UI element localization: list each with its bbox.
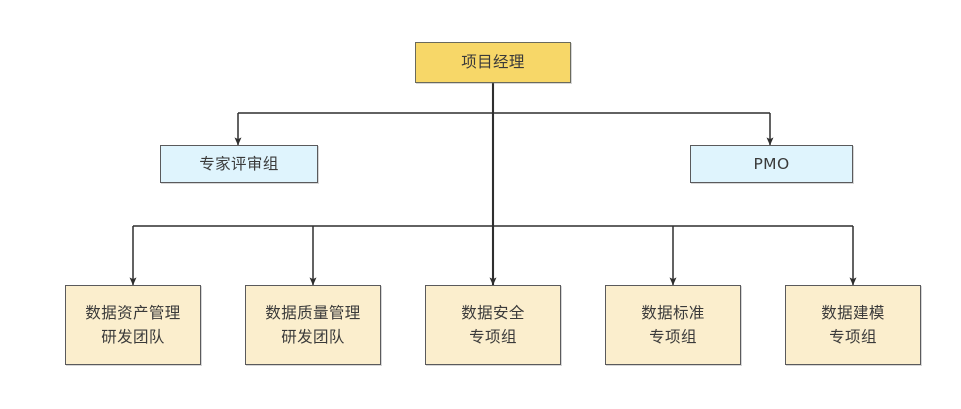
node-project-manager[interactable]: 项目经理	[415, 42, 571, 83]
node-data-standard-group[interactable]: 数据标准 专项组	[605, 285, 741, 365]
node-pmo[interactable]: PMO	[690, 145, 853, 183]
node-data-quality-management-team[interactable]: 数据质量管理 研发团队	[245, 285, 381, 365]
node-data-security-group[interactable]: 数据安全 专项组	[425, 285, 561, 365]
node-label: 数据安全 专项组	[461, 303, 525, 346]
node-label: 项目经理	[461, 53, 525, 72]
node-label: 专家评审组	[199, 154, 279, 173]
node-label: 数据标准 专项组	[641, 303, 705, 346]
node-label: 数据建模 专项组	[821, 303, 885, 346]
node-label: PMO	[753, 154, 790, 173]
node-data-modeling-group[interactable]: 数据建模 专项组	[785, 285, 921, 365]
node-data-asset-management-team[interactable]: 数据资产管理 研发团队	[65, 285, 201, 365]
node-expert-review-group[interactable]: 专家评审组	[160, 145, 318, 183]
node-label: 数据质量管理 研发团队	[265, 303, 361, 346]
node-label: 数据资产管理 研发团队	[85, 303, 181, 346]
